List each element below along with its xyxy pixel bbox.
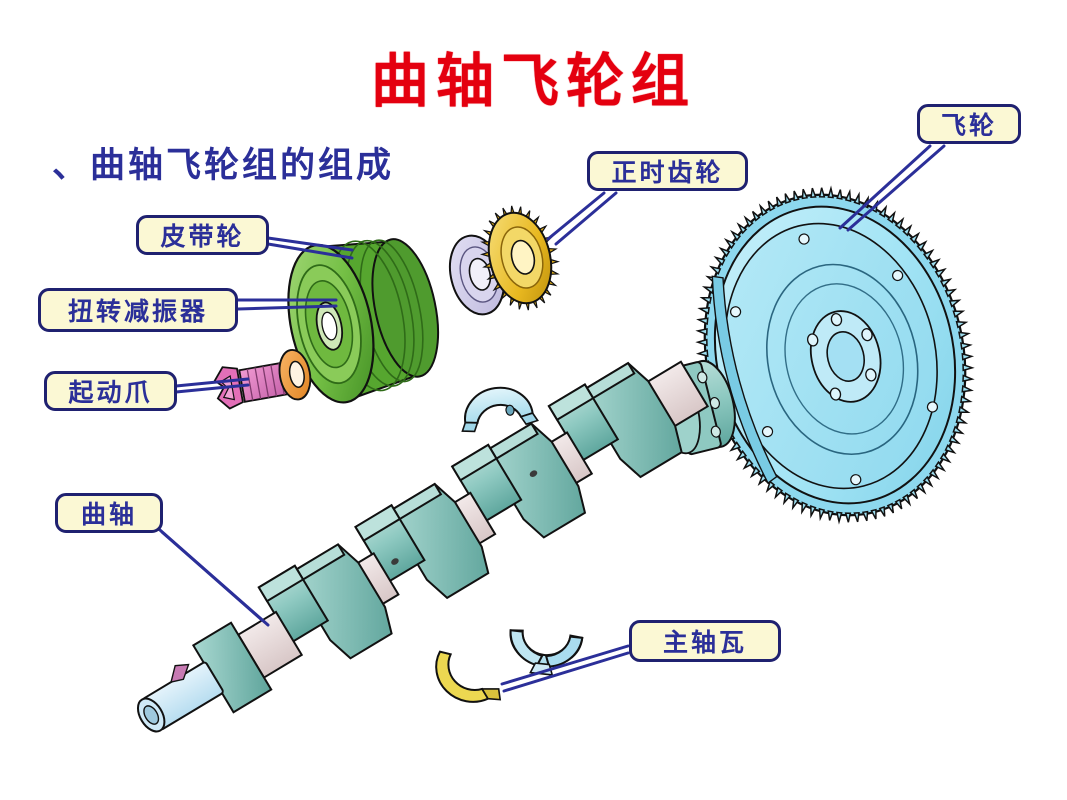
starter-claw-part [213, 348, 312, 410]
section-subtitle: 、曲轴飞轮组的组成 [52, 145, 395, 186]
callout-starter-claw[interactable]: 起动爪 [44, 371, 177, 411]
main-bearing-shell-lower-blue [509, 629, 584, 676]
callout-timing-gear-label: 正时齿轮 [611, 158, 724, 187]
callout-torsional-damper-label: 扭转减振器 [67, 297, 208, 326]
main-bearing-shell-lower-yellow [435, 650, 502, 703]
crankshaft-part [136, 360, 710, 733]
page-title: 曲轴飞轮组 [370, 47, 696, 115]
flywheel-part [655, 185, 975, 525]
callout-flywheel[interactable]: 飞轮 [917, 104, 1021, 144]
washer-lavender-part [448, 234, 506, 316]
callout-main-bearing-shell[interactable]: 主轴瓦 [629, 620, 781, 662]
callout-crankshaft[interactable]: 曲轴 [55, 493, 163, 533]
callout-timing-gear[interactable]: 正时齿轮 [587, 151, 748, 191]
pulley-damper-part [287, 238, 440, 404]
callout-starter-claw-label: 起动爪 [68, 378, 153, 407]
timing-gear-part [480, 205, 560, 311]
callout-pulley[interactable]: 皮带轮 [136, 215, 269, 255]
callout-main-bearing-shell-label: 主轴瓦 [662, 628, 747, 657]
callout-torsional-damper[interactable]: 扭转减振器 [38, 288, 238, 332]
main-bearing-shell-upper [461, 386, 539, 433]
leader-lines [150, 144, 946, 693]
callout-pulley-label: 皮带轮 [160, 222, 245, 251]
callout-flywheel-label: 飞轮 [940, 111, 997, 140]
callout-crankshaft-label: 曲轴 [80, 500, 137, 529]
